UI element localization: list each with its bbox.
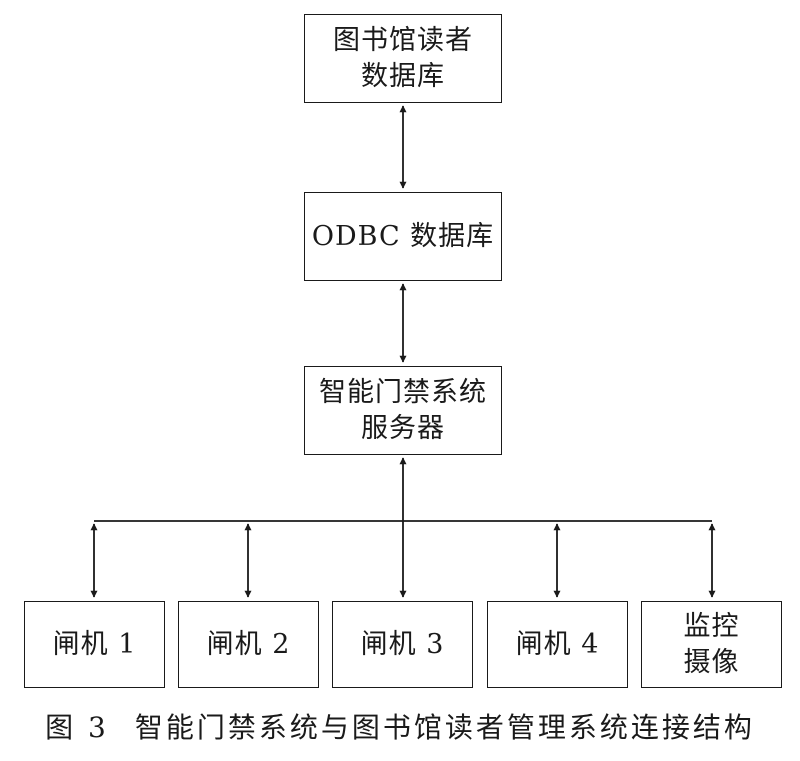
- odbc-database-label: ODBC 数据库: [311, 220, 495, 252]
- odbc-database-box: ODBC 数据库: [304, 192, 502, 281]
- surveillance-camera-box: 监控 摄像: [641, 601, 782, 688]
- gate-3-box: 闸机 3: [332, 601, 473, 688]
- surveillance-camera-label-line2: 摄像: [683, 646, 740, 678]
- gate-2-box: 闸机 2: [178, 601, 319, 688]
- library-reader-database-label-line2: 数据库: [361, 60, 445, 92]
- gate-4-label: 闸机 4: [515, 628, 600, 660]
- library-reader-database-box: 图书馆读者 数据库: [304, 14, 502, 103]
- surveillance-camera-label-line1: 监控: [683, 610, 740, 642]
- access-control-server-label-line2: 服务器: [361, 412, 445, 444]
- library-reader-database-label-line1: 图书馆读者: [333, 24, 473, 56]
- figure-number: 图 3: [45, 711, 109, 744]
- gate-3-label: 闸机 3: [360, 628, 445, 660]
- access-control-server-label-line1: 智能门禁系统: [319, 376, 487, 408]
- gate-1-label: 闸机 1: [52, 628, 137, 660]
- figure-caption-text: 智能门禁系统与图书馆读者管理系统连接结构: [134, 711, 755, 744]
- gate-4-box: 闸机 4: [487, 601, 628, 688]
- figure-caption: 图 3 智能门禁系统与图书馆读者管理系统连接结构: [0, 706, 800, 746]
- gate-2-label: 闸机 2: [206, 628, 291, 660]
- access-control-server-box: 智能门禁系统 服务器: [304, 366, 502, 455]
- gate-1-box: 闸机 1: [24, 601, 165, 688]
